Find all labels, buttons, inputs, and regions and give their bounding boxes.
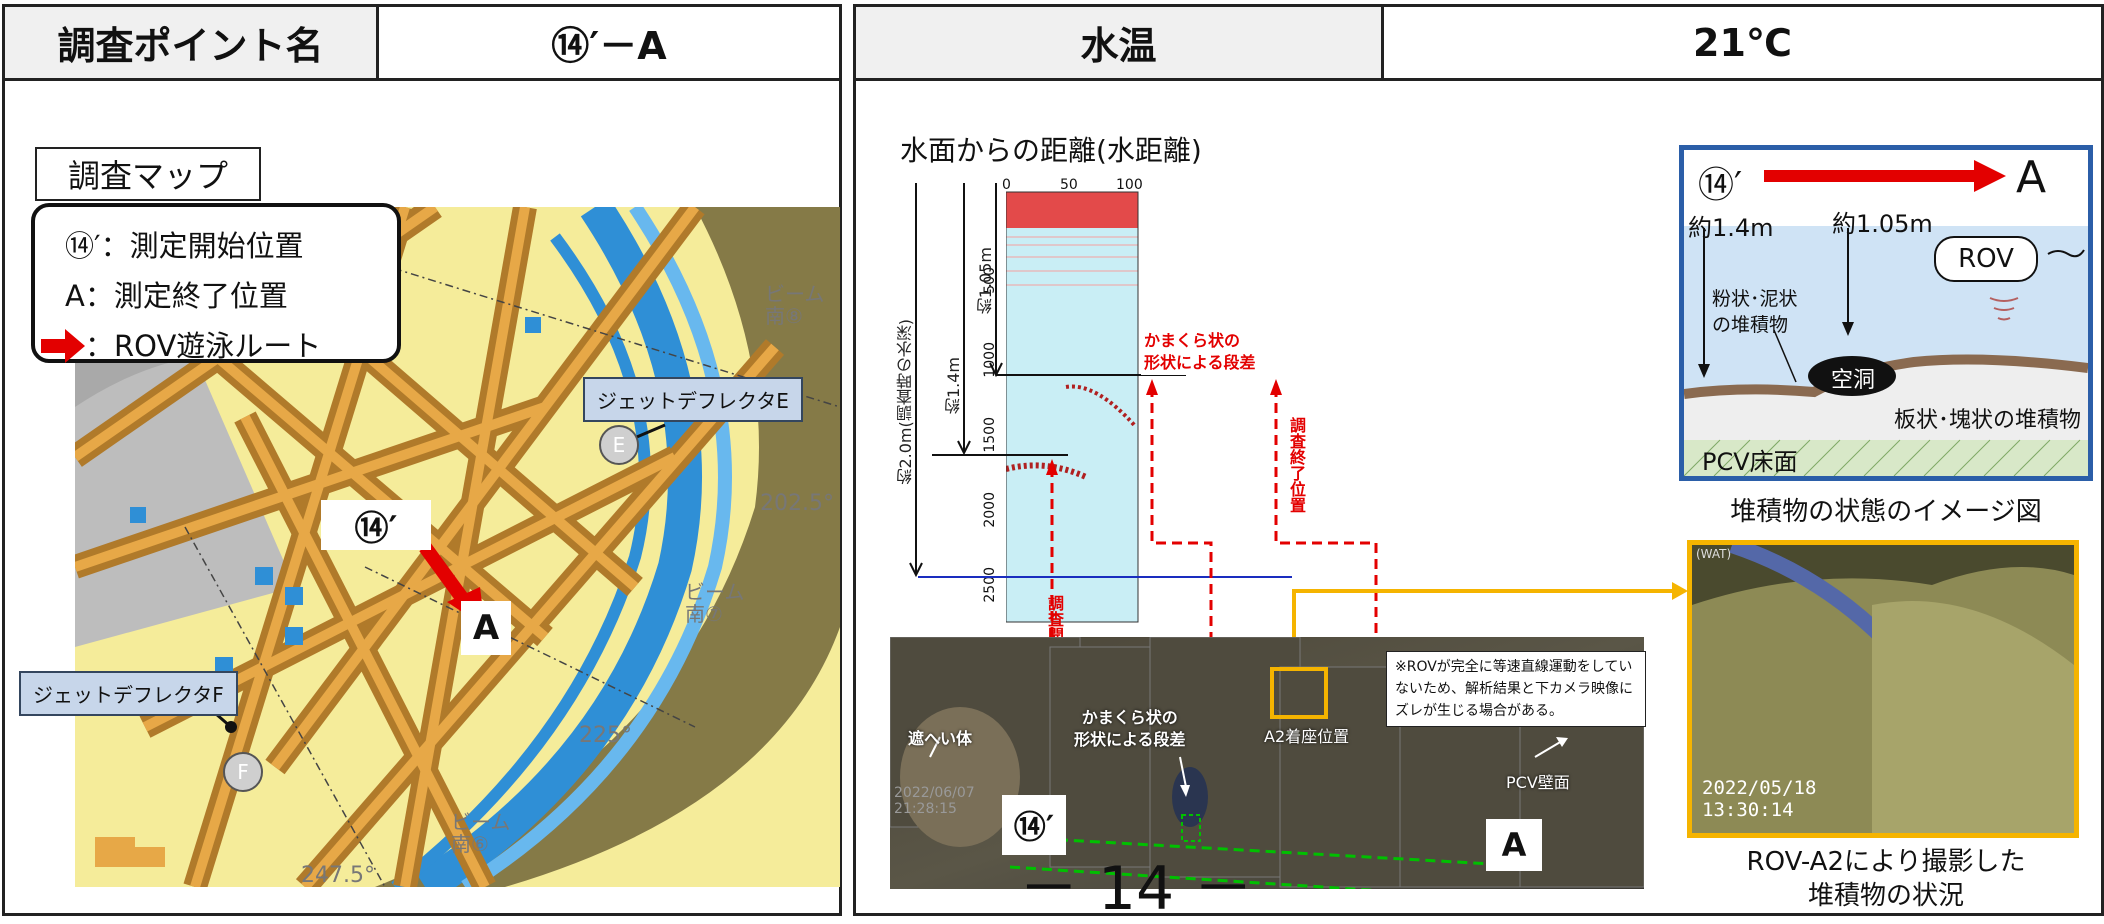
diagram-caption: 堆積物の状態のイメージ図 bbox=[1730, 497, 2042, 527]
water-temp-value: 21℃ bbox=[1384, 7, 2101, 81]
map-title: 調査マップ bbox=[35, 147, 261, 201]
beam-7-label: ビーム 南⑦ bbox=[685, 580, 745, 626]
analysis-note: ※ROVが完全に等速直線運動をしていないため、解析結果と下カメラ映像にズレが生じ… bbox=[1386, 651, 1646, 727]
sonar-plot bbox=[1006, 191, 1139, 623]
map-legend: ⑭′：測定開始位置 A：測定終了位置 ：ROV遊泳ルート bbox=[31, 203, 401, 363]
angle-202-label: 202.5° bbox=[760, 491, 834, 516]
photo-pcv-wall-label: PCV壁面 bbox=[1506, 773, 1570, 792]
point-name-value: ⑭′－A bbox=[379, 7, 839, 81]
diagram-pcv-floor: PCV床面 bbox=[1702, 448, 1798, 476]
map-marker-14: ⑭′ bbox=[321, 500, 431, 550]
beam-8-label: ビーム 南⑧ bbox=[765, 282, 825, 328]
rov-photo: (WAT) 2022/05/18 13:30:14 bbox=[1687, 540, 2079, 838]
xtick-50: 50 bbox=[1060, 177, 1078, 193]
photo-step-label: かまくら状の 形状による段差 bbox=[1074, 708, 1186, 749]
legend-end-marker: A bbox=[65, 279, 85, 313]
water-temp-label: 水温 bbox=[856, 7, 1384, 81]
deposit-image-diagram: ⑭′ A 約1.4m 約1.05m ROV 粉状･泥状 の堆積物 空洞 板状･塊… bbox=[1679, 145, 2093, 481]
page-number: － 14 － bbox=[1018, 854, 1254, 924]
diagram-start-marker: ⑭′ bbox=[1698, 165, 1743, 206]
rov-photo-corner: (WAT) bbox=[1696, 547, 1732, 561]
legend-route: ：ROV遊泳ルート bbox=[41, 321, 343, 371]
beam-6-label: ビーム 南⑥ bbox=[451, 810, 511, 856]
sonar-step-label: かまくら状の 形状による段差 bbox=[1141, 329, 1259, 375]
photo-date: 2022/06/07 21:28:15 bbox=[894, 785, 975, 817]
photo-shield-label: 遮へい体 bbox=[908, 729, 973, 748]
diagram-depth-105: 約1.05m bbox=[1832, 210, 1933, 238]
legend-start: ⑭′：測定開始位置 bbox=[65, 229, 304, 263]
left-panel: 調査ポイント名 ⑭′－A bbox=[2, 4, 842, 916]
a2-position-box bbox=[1270, 667, 1328, 719]
pin-e: E bbox=[599, 425, 639, 465]
sonar-end-position: 調査終了位置 bbox=[1287, 417, 1306, 513]
pin-f: F bbox=[223, 752, 263, 792]
jet-deflector-f-callout: ジェットデフレクタF bbox=[19, 671, 238, 716]
diagram-plate-label: 板状･塊状の堆積物 bbox=[1894, 408, 2082, 433]
diagram-powder-label: 粉状･泥状 の堆積物 bbox=[1712, 288, 1798, 336]
xtick-0: 0 bbox=[1002, 177, 1011, 193]
diagram-cavity-label: 空洞 bbox=[1830, 368, 1875, 393]
legend-end: A：測定終了位置 bbox=[65, 271, 367, 321]
diagram-end-marker: A bbox=[2016, 152, 2047, 203]
xtick-100: 100 bbox=[1116, 177, 1143, 193]
photo-a2-label: A2着座位置 bbox=[1264, 727, 1350, 746]
jet-deflector-e-callout: ジェットデフレクタE bbox=[583, 377, 803, 422]
depth-full-label: 約2.0m(調査時の水深) bbox=[896, 319, 915, 485]
rov-photo-timestamp: 2022/05/18 13:30:14 bbox=[1702, 777, 1817, 821]
photo-marker-a: A bbox=[1486, 819, 1542, 871]
depth-105-label: 約1.05m bbox=[976, 247, 995, 315]
diagram-rov-label: ROV bbox=[1934, 236, 2038, 282]
map-marker-a: A bbox=[461, 601, 511, 655]
pin-e-label: E bbox=[612, 433, 626, 457]
legend-route-text: ：ROV遊泳ルート bbox=[85, 329, 322, 363]
photo-marker-14: ⑭′ bbox=[1002, 795, 1066, 855]
angle-247-label: 247.5° bbox=[301, 863, 375, 888]
rov-photo-art bbox=[1692, 545, 2074, 833]
legend-end-text: ：測定終了位置 bbox=[84, 279, 288, 313]
angle-225-label: 225° bbox=[579, 723, 632, 748]
red-arrow-icon bbox=[41, 329, 85, 363]
depth-14-label: 約1.4m bbox=[944, 357, 963, 415]
diagram-depth-14: 約1.4m bbox=[1688, 214, 1774, 242]
right-panel: 水温 21℃ 水面からの距離(水距離) 0 50 100 500 1000 15… bbox=[853, 4, 2104, 924]
point-name-label: 調査ポイント名 bbox=[5, 7, 379, 81]
sonar-title: 水面からの距離(水距離) bbox=[900, 134, 1202, 167]
pin-f-label: F bbox=[237, 760, 249, 784]
rov-photo-caption: ROV-A2により撮影した 堆積物の状況 bbox=[1746, 847, 2026, 911]
